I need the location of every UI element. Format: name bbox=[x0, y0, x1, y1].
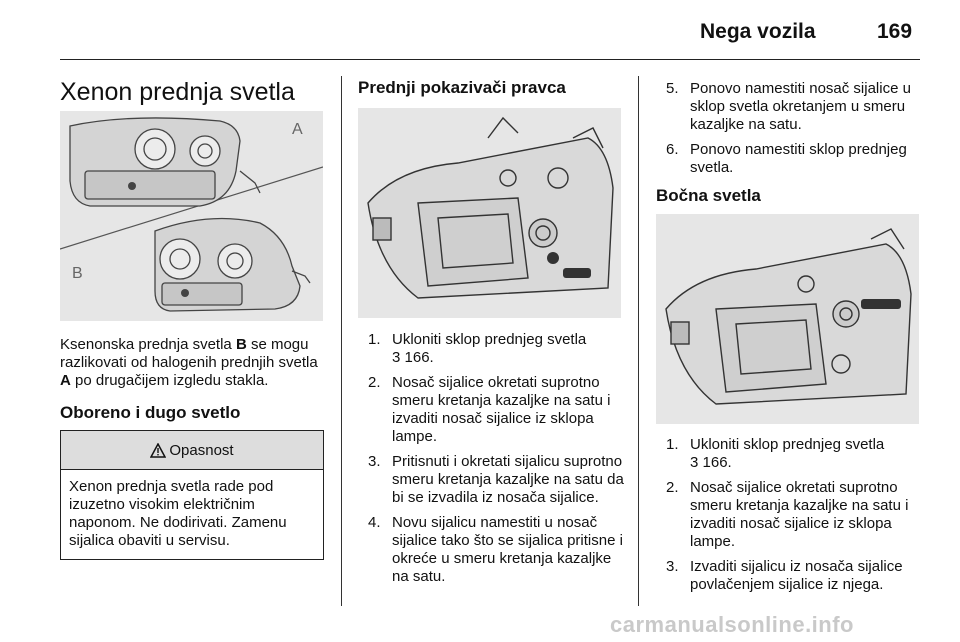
list-item: 3.Izvaditi sijalicu iz nosača sijalice p… bbox=[666, 558, 903, 593]
warning-title: Opasnost bbox=[169, 441, 234, 459]
page-ref[interactable]: 3 166. bbox=[392, 349, 434, 366]
page-number: 169 bbox=[877, 20, 913, 43]
headlight-comparison-figure: A B bbox=[60, 111, 323, 321]
page-ref[interactable]: 3 166. bbox=[690, 454, 732, 471]
warning-header: Opasnost bbox=[61, 431, 323, 470]
warning-box: Opasnost Xenon prednja svetla rade pod i… bbox=[60, 430, 324, 560]
side-light-figure bbox=[656, 214, 919, 424]
list-item: 2.Nosač sijalice okretati suprotno smeru… bbox=[666, 479, 909, 550]
watermark: carmanualsonline.info bbox=[610, 612, 854, 637]
figure-label-a: A bbox=[292, 121, 303, 138]
heading-turn-signals: Prednji pokazivači pravca bbox=[358, 78, 566, 97]
list-item: 6.Ponovo namestiti sklop prednjeg svetla… bbox=[666, 141, 907, 176]
section-title: Nega vozila bbox=[700, 20, 816, 43]
header-rule bbox=[60, 59, 920, 60]
list-item: 2.Nosač sijalice okretati suprotno smeru… bbox=[368, 374, 611, 445]
figure-label-b: B bbox=[72, 265, 83, 282]
column-divider bbox=[341, 76, 342, 606]
list-item: 3.Pritisnuti i okretati sijalicu suprotn… bbox=[368, 453, 624, 506]
page-heading: Xenon prednja svetla bbox=[60, 78, 295, 106]
turn-signal-figure bbox=[358, 108, 621, 318]
subheading-low-high-beam: Oboreno i dugo svetlo bbox=[60, 403, 241, 422]
list-item: 4.Novu sijalicu namestiti u nosač sijali… bbox=[368, 514, 623, 585]
warning-text: Xenon prednja svetla rade pod izuzetno v… bbox=[69, 478, 287, 549]
warning-icon bbox=[150, 441, 167, 458]
column-divider bbox=[638, 76, 639, 606]
turn-signal-steps-continued: 5.Ponovo namestiti nosač sijalice u sklo… bbox=[666, 80, 924, 184]
list-item: 5.Ponovo namestiti nosač sijalice u sklo… bbox=[666, 80, 911, 133]
xenon-description: Ksenonska prednja svetla B se mogu razli… bbox=[60, 336, 318, 389]
heading-side-lights: Bočna svetla bbox=[656, 186, 761, 205]
